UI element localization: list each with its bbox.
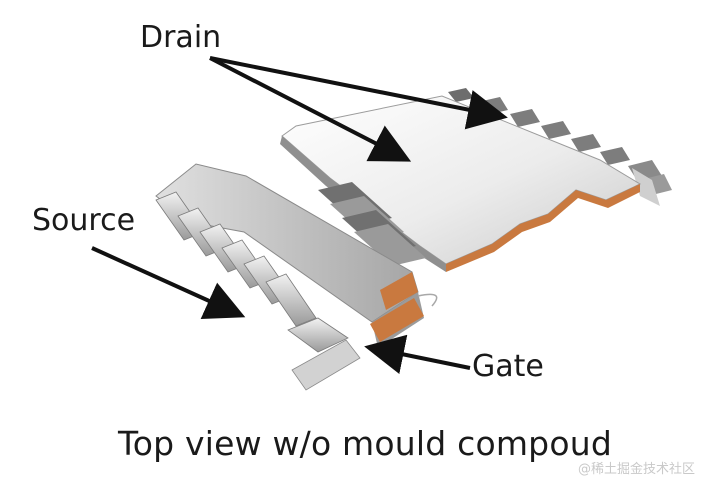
drain-arrow-1 (209, 56, 412, 162)
gate-label: Gate (472, 349, 544, 384)
gate-arrow (364, 334, 471, 374)
watermark: @稀土掘金技术社区 (577, 462, 695, 477)
source-arrow (91, 246, 246, 320)
drain-arrow-2 (209, 56, 508, 130)
source-label: Source (32, 203, 136, 238)
gate-lead (370, 293, 438, 342)
drain-leads (448, 88, 672, 206)
drain-label: Drain (140, 20, 222, 55)
source-clip-fingers (318, 182, 426, 266)
figure-caption: Top view w/o mould compoud (118, 424, 612, 463)
